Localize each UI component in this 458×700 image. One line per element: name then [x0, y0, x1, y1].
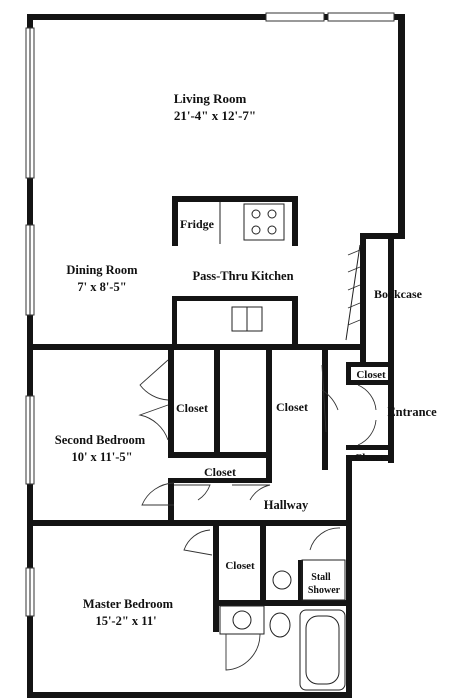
bookcase-shelves	[345, 244, 361, 341]
bookcase-label: Bookcase	[374, 287, 423, 301]
entrance-lower-closet-label: Closet	[354, 452, 384, 464]
master-closet-label: Closet	[225, 560, 255, 572]
windows	[25, 12, 395, 617]
second-bedroom-size: 10' x 11'-5"	[71, 450, 132, 464]
master-bedroom-size: 15'-2" x 11'	[95, 614, 156, 628]
living-room-name: Living Room	[174, 91, 247, 106]
dining-room-name: Dining Room	[66, 263, 138, 277]
hall-closet-label: Closet	[204, 465, 236, 479]
master-bedroom-name: Master Bedroom	[83, 597, 174, 611]
middle-closet-label: Closet	[276, 400, 308, 414]
entrance-upper-closet-label: Closet	[356, 369, 386, 381]
exterior-walls	[27, 14, 405, 698]
second-bedroom-name: Second Bedroom	[55, 433, 146, 447]
living-room-size: 21'-4" x 12'-7"	[174, 108, 256, 123]
dining-room-size: 7' x 8'-5"	[77, 280, 126, 294]
stall-shower-label-line2: Shower	[308, 585, 341, 596]
bath-fixtures	[269, 559, 346, 691]
hallway-label: Hallway	[264, 498, 309, 512]
second-bedroom-closet-label: Closet	[176, 401, 208, 415]
stall-shower-label-line1: Stall	[311, 572, 331, 583]
fridge-label: Fridge	[180, 217, 215, 231]
entrance-label: Entrance	[387, 405, 437, 419]
kitchen-fixtures	[172, 196, 298, 344]
door-swings	[138, 359, 377, 671]
kitchen-label: Pass-Thru Kitchen	[192, 269, 293, 283]
